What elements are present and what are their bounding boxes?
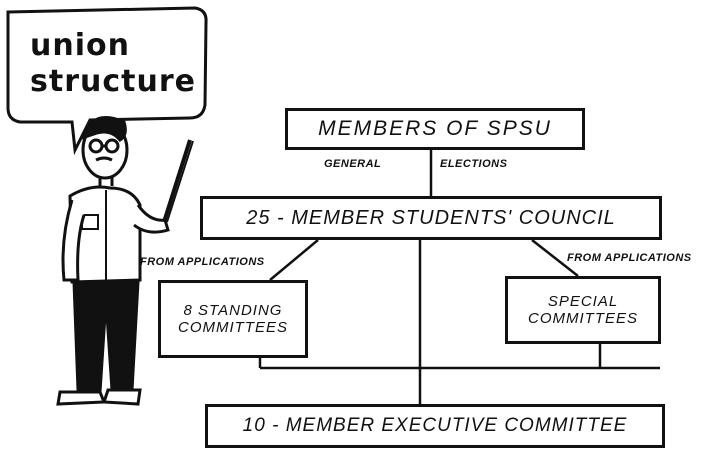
connector-council-to-special [531, 239, 579, 277]
title-line-1: union [30, 28, 130, 63]
node-members: MEMBERS OF SPSU [285, 108, 585, 150]
node-council-label: 25 - MEMBER STUDENTS' COUNCIL [246, 206, 616, 229]
pointer-stick [162, 139, 192, 223]
teacher-hair [79, 116, 127, 142]
glasses-right [104, 138, 120, 154]
edge-label-from-applications-left: FROM APPLICATIONS [140, 256, 265, 268]
shoe-left [56, 390, 107, 406]
speech-bubble [6, 6, 208, 156]
title-line-2: structure [30, 64, 196, 99]
connector-council-to-standing [269, 239, 319, 281]
teacher-left-arm [61, 199, 86, 282]
edge-label-from-applications-right: FROM APPLICATIONS [567, 252, 692, 264]
edge-label-general: GENERAL [324, 158, 382, 170]
node-special-line-2: COMMITTEES [528, 310, 638, 327]
node-members-label: MEMBERS OF SPSU [318, 116, 552, 140]
node-standing-line-2: COMMITTEES [178, 319, 288, 336]
node-executive-committee: 10 - MEMBER EXECUTIVE COMMITTEE [205, 404, 665, 448]
glasses-left [88, 138, 104, 154]
connector-lines [258, 150, 660, 404]
shoe-right [101, 388, 142, 406]
node-council: 25 - MEMBER STUDENTS' COUNCIL [200, 196, 662, 240]
node-standing-line-1: 8 STANDING [183, 301, 283, 319]
node-special-committees: SPECIAL COMMITTEES [505, 276, 661, 344]
teacher-figure [56, 116, 194, 406]
teacher-right-arm [133, 204, 170, 234]
node-standing-committees: 8 STANDING COMMITTEES [158, 280, 308, 358]
teacher-trousers [72, 280, 140, 394]
edge-label-elections: ELECTIONS [440, 158, 508, 170]
node-special-line-1: SPECIAL [547, 292, 619, 310]
node-executive-label: 10 - MEMBER EXECUTIVE COMMITTEE [242, 415, 628, 437]
